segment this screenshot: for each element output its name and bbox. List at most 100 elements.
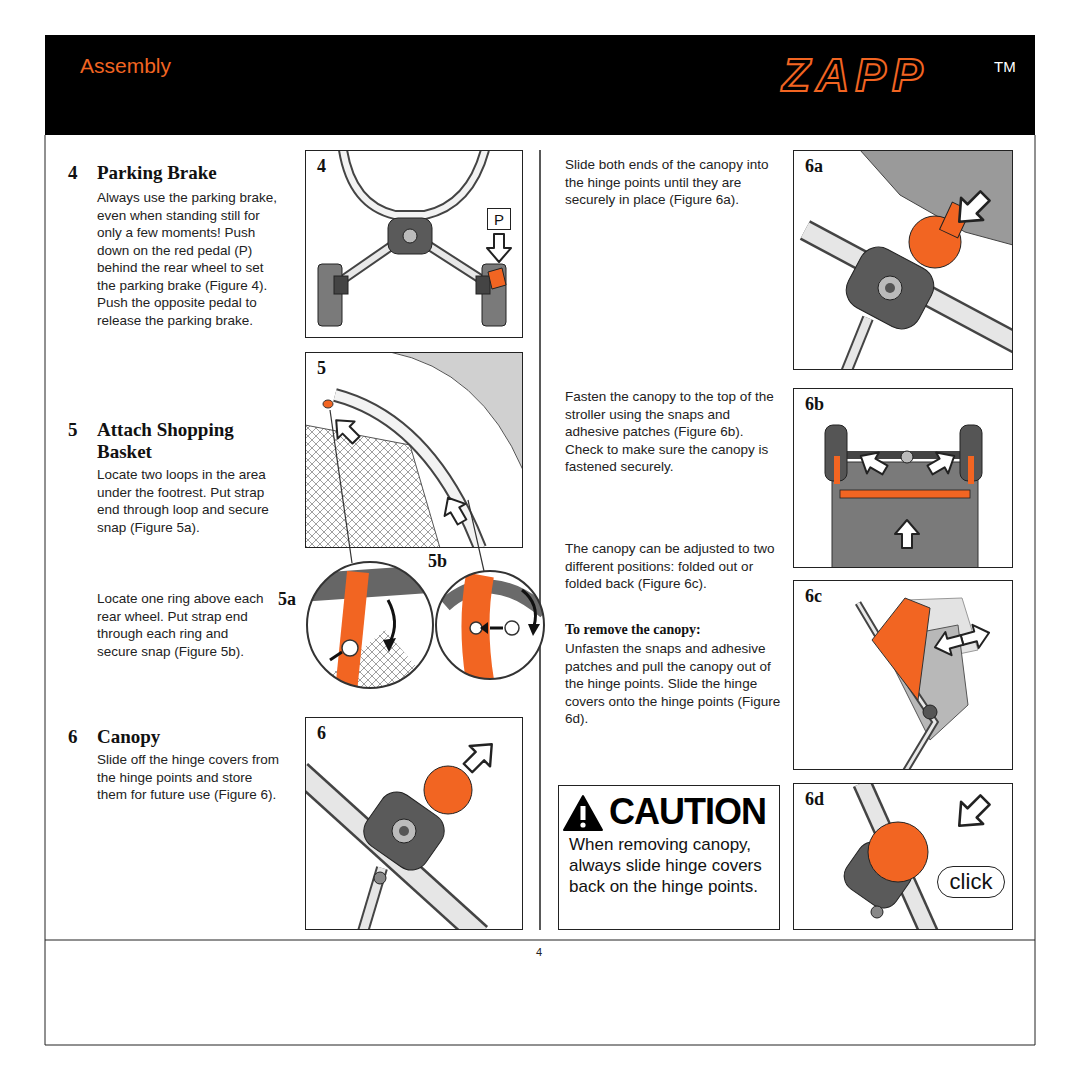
circle-outline [307, 562, 433, 688]
step-text: The canopy can be adjusted to two differ… [565, 540, 785, 593]
canopy-hinge-figure [885, 283, 895, 293]
ring-detail [505, 621, 519, 635]
step-text: Locate two loops in the area under the f… [97, 466, 272, 536]
hinge-cover-figure [399, 826, 409, 836]
step-heading: Canopy [97, 726, 160, 748]
figure-number: 6 [315, 724, 328, 742]
parking-brake-figure [476, 276, 490, 294]
basket-figure [323, 400, 333, 408]
canopy-hinge-figure [878, 276, 902, 300]
caution-icon [564, 796, 602, 830]
marker-text: click [950, 871, 993, 893]
parking-brake-figure [488, 268, 506, 289]
parking-brake-figure [343, 150, 485, 215]
detail-circle: 5a [306, 561, 434, 689]
detail-circle: 5b [435, 570, 545, 680]
hinge-cover-refit-figure [868, 822, 928, 882]
step-text: Unfasten the snaps and adhesive patches … [565, 640, 785, 728]
click-badge: click [937, 866, 1005, 898]
canopy-hinge-figure [845, 318, 868, 370]
canopy-position-figure [872, 598, 930, 700]
canopy-fasten-figure [825, 425, 982, 568]
caution-icon [580, 822, 585, 827]
hinge-cover-figure [374, 872, 386, 884]
hinge-cover-refit-figure [862, 783, 930, 930]
figure-frame: 6 [305, 717, 523, 930]
step-number: 4 [68, 162, 78, 184]
ring-detail [528, 624, 540, 636]
ring-detail [522, 590, 536, 626]
leader-line [330, 410, 352, 563]
canopy-position-figure [923, 705, 937, 719]
basket-figure [335, 395, 480, 548]
basket-figure [335, 395, 480, 548]
parking-brake-figure [487, 234, 511, 262]
figure-number: 6b [803, 395, 826, 413]
canopy-fasten-figure [834, 456, 840, 484]
step-heading: Attach Shopping Basket [97, 419, 267, 463]
step-text: Slide both ends of the canopy into the h… [565, 156, 780, 209]
figure-number: 6d [803, 790, 826, 808]
canopy-hinge-figure [805, 150, 1013, 370]
step-text: Slide off the hinge covers from the hing… [97, 751, 282, 804]
loop-detail [346, 572, 358, 692]
parking-brake-figure [318, 150, 511, 326]
ring-detail [490, 627, 503, 630]
parking-brake-figure [318, 264, 342, 326]
page-frame [45, 135, 1035, 1045]
caution-box: CAUTIONWhen removing canopy, always slid… [558, 785, 780, 930]
figure-frame: 6d click [793, 783, 1013, 930]
parking-brake-figure [343, 150, 485, 215]
page-frame [45, 35, 1035, 135]
ring-detail [430, 565, 550, 692]
canopy-fasten-figure [855, 446, 891, 481]
ring-detail [480, 622, 488, 634]
figure-frame: 6a [793, 150, 1013, 370]
caution-text: When removing canopy, always slide hinge… [569, 834, 769, 897]
canopy-fasten-figure [901, 451, 913, 463]
canopy-fasten-figure [968, 456, 974, 484]
circle-outline [306, 561, 434, 689]
hinge-cover-figure [305, 734, 502, 930]
page-frame [45, 35, 1035, 1045]
figure-frame: 5 [305, 352, 523, 548]
basket-figure [390, 352, 523, 470]
hinge-cover-refit-figure [838, 783, 996, 930]
step-text: Always use the parking brake, even when … [97, 189, 282, 329]
canopy-hinge-figure [948, 185, 996, 233]
figure-number: 6c [803, 587, 824, 605]
parking-brake-figure [482, 264, 506, 326]
canopy-position-figure [858, 598, 992, 770]
step-number: 5 [68, 419, 78, 441]
page-frame [45, 940, 1035, 941]
hinge-cover-refit-figure [871, 906, 883, 918]
parking-brake-figure [388, 218, 432, 254]
loop-detail [383, 638, 396, 652]
figure-frame: 6b [793, 388, 1013, 568]
brand-logo: ZAPP [782, 50, 929, 101]
figure-number: 6a [803, 157, 825, 175]
canopy-fasten-figure [832, 462, 978, 568]
page-frame [539, 150, 541, 930]
canopy-fasten-figure [895, 520, 919, 548]
step-text: Fasten the canopy to the top of the stro… [565, 388, 785, 476]
hinge-cover-refit-figure [948, 789, 996, 837]
canopy-position-figure [959, 621, 992, 651]
figure-number: 5a [278, 590, 296, 608]
circle-outline [435, 570, 545, 680]
parking-brake-figure [403, 229, 417, 243]
canopy-hinge-figure [805, 230, 1013, 345]
leader-line [468, 500, 484, 571]
hinge-cover-figure [424, 766, 472, 814]
figure-number: 4 [315, 157, 328, 175]
loop-detail [388, 600, 395, 642]
canopy-fasten-figure [924, 446, 960, 481]
figure-number: 5 [315, 359, 328, 377]
trademark: TM [994, 58, 1016, 76]
canopy-hinge-figure [805, 230, 1013, 345]
sub-heading: To remove the canopy: [565, 622, 701, 639]
step-number: 6 [68, 726, 78, 748]
basket-figure [305, 352, 523, 548]
basket-figure [438, 492, 473, 528]
